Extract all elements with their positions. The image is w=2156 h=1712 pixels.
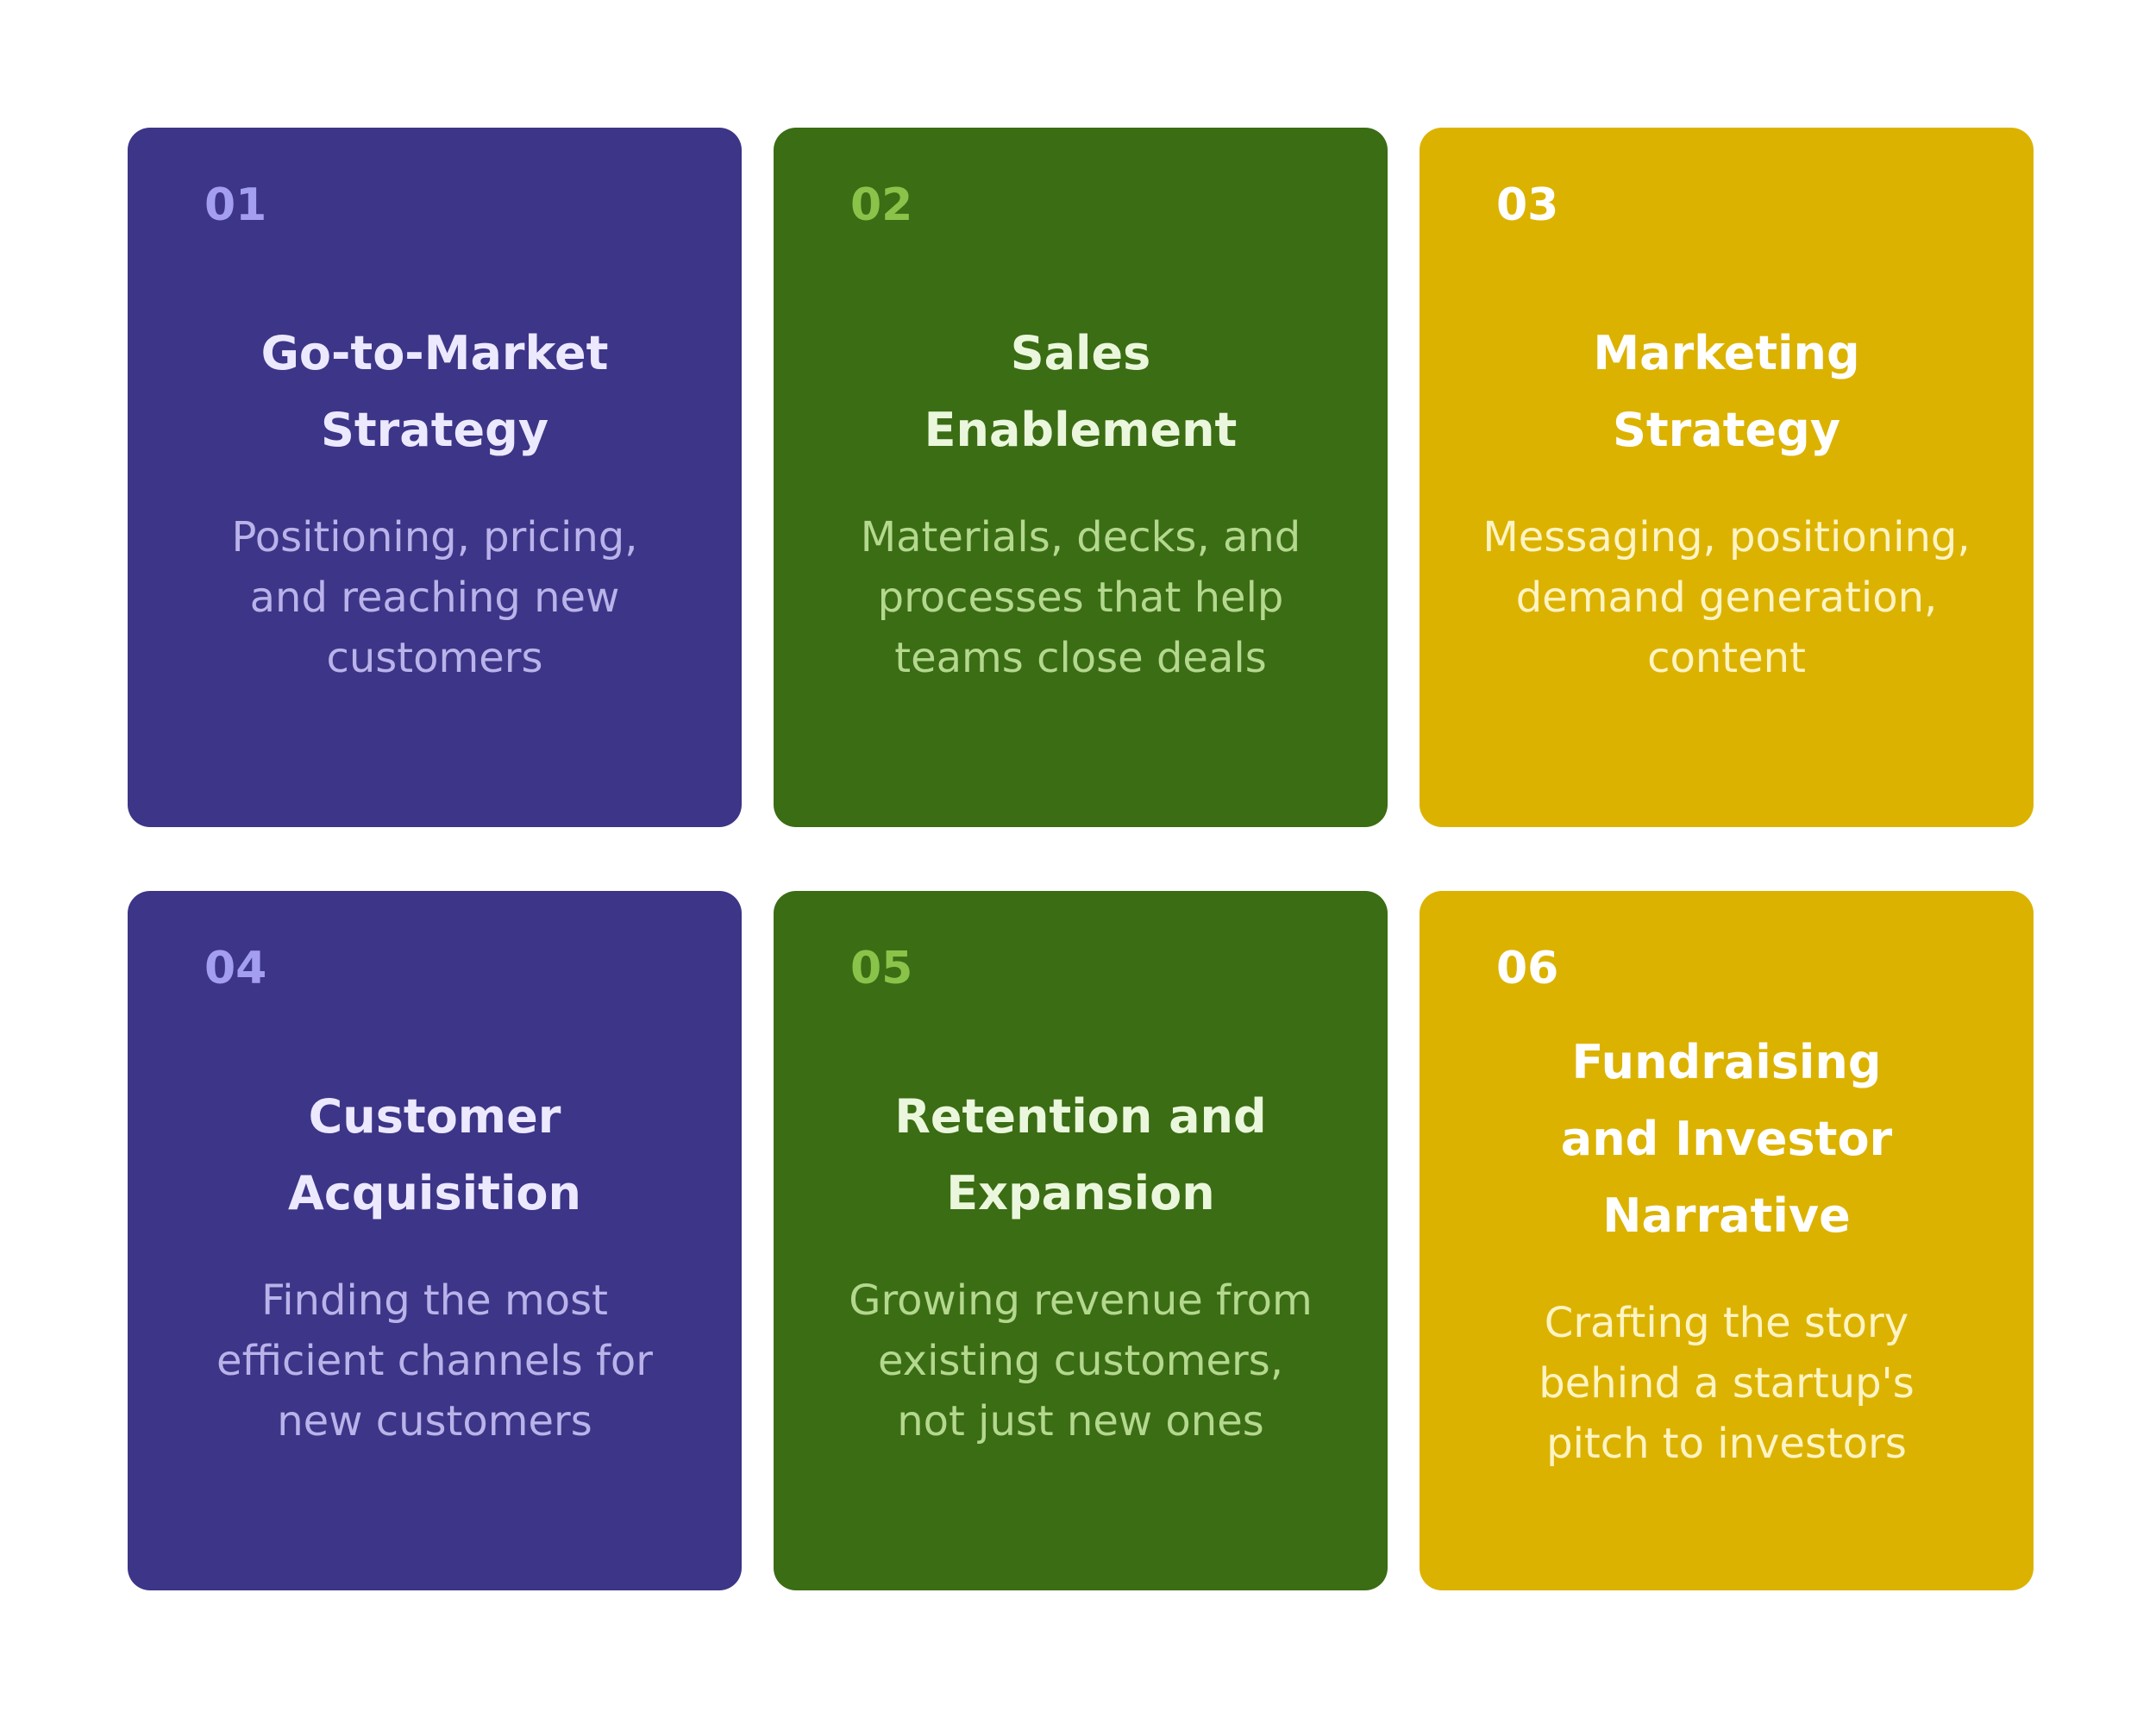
- card-number: 05: [850, 943, 913, 994]
- card-number: 03: [1496, 179, 1559, 231]
- card-description: Messaging, positioning,demand generation…: [1482, 513, 1971, 682]
- card-number: 04: [204, 943, 267, 994]
- card-number: 01: [204, 179, 267, 231]
- card-number: 02: [850, 179, 913, 231]
- card-number: 06: [1496, 943, 1559, 994]
